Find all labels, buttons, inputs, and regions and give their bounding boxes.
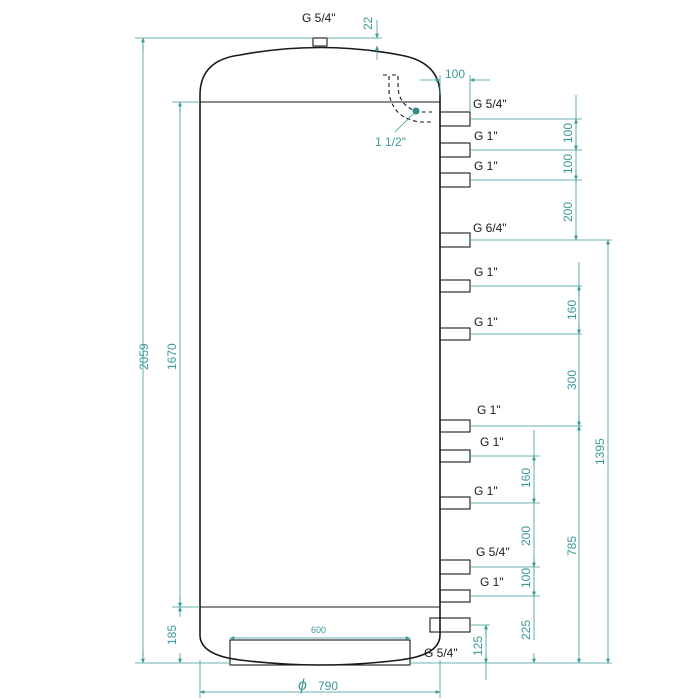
dim-mid-160: 160 [565, 300, 579, 320]
side-port-label: 1 1/2" [375, 135, 406, 149]
connection-labels: G 5/4" G 1" G 1" G 6/4" G 1" G 1" G 1" G… [473, 97, 510, 589]
dim-body-height: 1670 [165, 343, 179, 370]
dim-bottom-height: 185 [165, 625, 179, 645]
dim-upper-100b: 100 [561, 154, 575, 174]
connection-label-5: G 1" [474, 265, 498, 279]
dim-785: 785 [565, 536, 579, 556]
connection-label-2: G 1" [474, 129, 498, 143]
connection-label-9: G 1" [474, 484, 498, 498]
connection-label-4: G 6/4" [473, 221, 507, 235]
dim-diameter: 790 [318, 679, 338, 693]
dim-side-100: 100 [445, 67, 465, 81]
top-connection-label: G 5/4" [302, 11, 336, 25]
dim-mid-300: 300 [565, 370, 579, 390]
connection-pipes [429, 111, 471, 633]
tank-foot [229, 639, 411, 666]
side-port-pipe [392, 74, 432, 113]
connection-label-1: G 5/4" [473, 97, 507, 111]
dim-low-160: 160 [519, 468, 533, 488]
connection-label-6: G 1" [474, 315, 498, 329]
side-port-pipe-outer [383, 74, 432, 123]
connection-label-8: G 1" [480, 435, 504, 449]
dim-1395: 1395 [593, 438, 607, 465]
dim-foot-width: 600 [311, 625, 326, 635]
dim-low-225: 225 [519, 620, 533, 640]
dim-low-200: 200 [519, 526, 533, 546]
connection-label-7: G 1" [477, 403, 501, 417]
connection-label-11: G 1" [480, 575, 504, 589]
connection-label-10: G 5/4" [476, 545, 510, 559]
dim-upper-200: 200 [561, 202, 575, 222]
bottom-connection-label: G 5/4" [424, 646, 458, 660]
connection-label-3: G 1" [474, 159, 498, 173]
top-nozzle [312, 37, 328, 47]
dim-low-100: 100 [519, 568, 533, 588]
dim-top-22: 22 [361, 16, 375, 30]
dim-upper-100a: 100 [561, 123, 575, 143]
dim-total-height: 2059 [137, 343, 151, 370]
dim-diameter-symbol: ϕ [298, 677, 307, 694]
dim-low-125: 125 [471, 636, 485, 656]
